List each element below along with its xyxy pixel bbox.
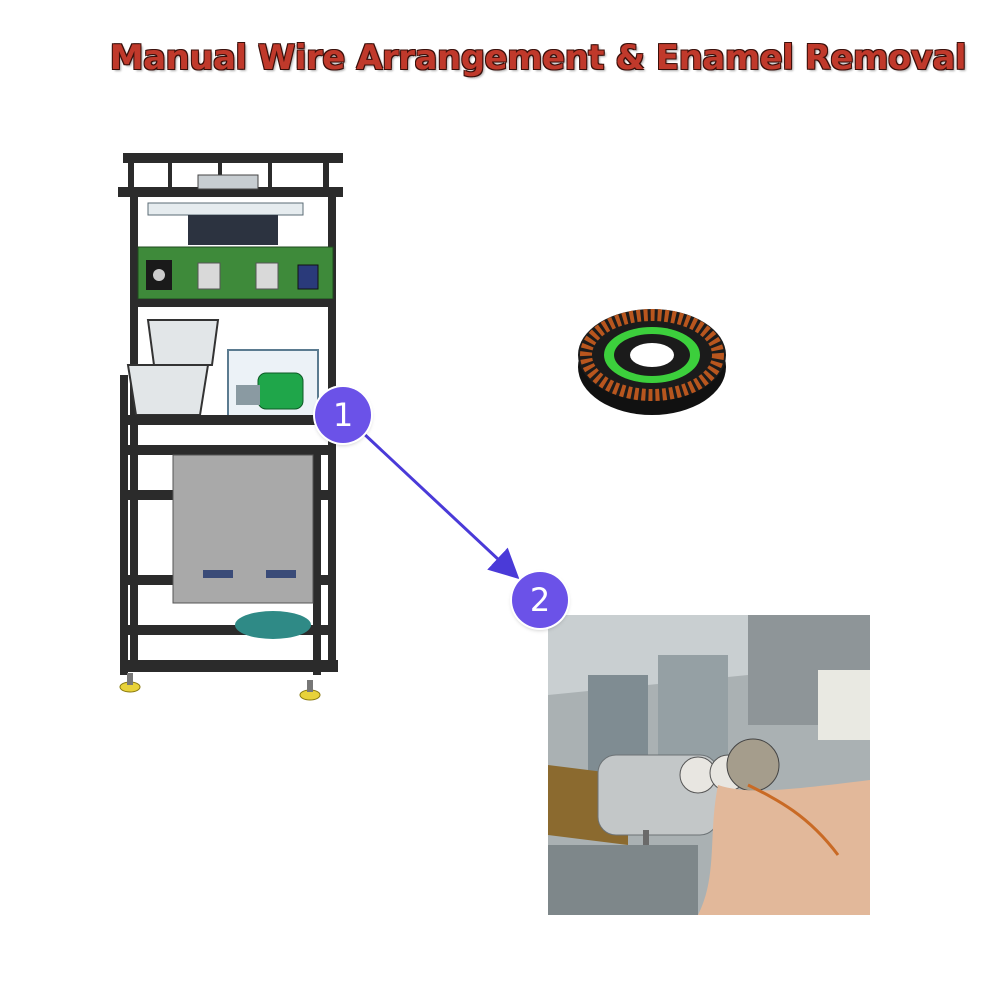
wire-arrangement-machine-icon <box>118 153 343 701</box>
step-2-badge: 2 <box>512 572 568 628</box>
step-1-badge: 1 <box>315 387 371 443</box>
enamel-removal-photo <box>548 615 870 915</box>
stator-coil-icon <box>578 309 726 415</box>
page-title: Manual Wire Arrangement & Enamel Removal <box>109 38 967 78</box>
